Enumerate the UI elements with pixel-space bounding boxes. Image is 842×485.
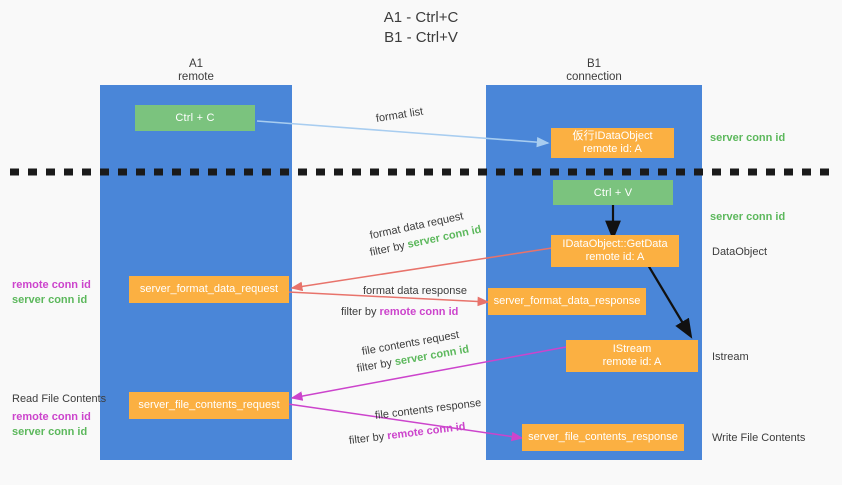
- box-idataobject-line1: 仮行IDataObject: [572, 130, 653, 142]
- annotation-istream: Istream: [712, 351, 749, 363]
- box-istream-line2: remote id: A: [602, 356, 662, 368]
- box-idataobject-getdata[interactable]: IDataObject::GetData remote id: A: [551, 235, 679, 267]
- box-istream[interactable]: IStream remote id: A: [566, 340, 698, 372]
- box-getdata-line2: remote id: A: [585, 251, 645, 263]
- column-header-a1: A1 remote: [100, 58, 292, 84]
- box-idataobject-line2: remote id: A: [583, 143, 642, 155]
- title-line-2: B1 - Ctrl+V: [384, 29, 458, 46]
- edge-label-format-list: format list: [375, 105, 425, 125]
- annotation-read-file-contents: Read File Contents: [12, 393, 107, 405]
- annotation-remote-conn-id: remote conn id: [12, 279, 91, 291]
- filter-prefix: filter by: [341, 306, 380, 318]
- column-b1-name: B1: [586, 58, 602, 70]
- annotation-group-2: remote conn id server conn id: [12, 410, 91, 440]
- column-header-b1: B1 connection: [486, 58, 702, 84]
- box-ctrl-c[interactable]: Ctrl + C: [135, 105, 255, 131]
- annotation-dataobject: DataObject: [712, 246, 768, 258]
- edge-label-file-contents-response: file contents response: [374, 397, 482, 422]
- annotation-group-1: remote conn id server conn id: [12, 278, 91, 308]
- edge-label-file-contents-response-filter: filter by remote conn id: [348, 420, 466, 448]
- page-title: A1 - Ctrl+C B1 - Ctrl+V: [0, 8, 842, 48]
- column-a1-name: A1: [188, 58, 204, 70]
- filter-key-remote-conn-id: remote conn id: [386, 420, 467, 443]
- annotation-server-conn-id: server conn id: [12, 426, 88, 438]
- annotation-server-conn-id-2: server conn id: [710, 211, 786, 223]
- box-istream-line1: IStream: [612, 343, 652, 355]
- filter-key-remote-conn-id: remote conn id: [379, 306, 459, 318]
- filter-prefix: filter by: [348, 430, 388, 447]
- annotation-server-conn-id-1: server conn id: [710, 132, 786, 144]
- annotation-server-conn-id: server conn id: [12, 294, 88, 306]
- column-a1-role: remote: [178, 71, 214, 83]
- title-line-1: A1 - Ctrl+C: [383, 9, 459, 26]
- annotation-write-file-contents: Write File Contents: [712, 432, 806, 444]
- box-getdata-line1: IDataObject::GetData: [562, 238, 668, 250]
- box-server-file-contents-request[interactable]: server_file_contents_request: [129, 392, 289, 419]
- box-server-file-contents-response[interactable]: server_file_contents_response: [522, 424, 684, 451]
- edge-label-format-data-response: format data response: [363, 285, 467, 297]
- column-b1-role: connection: [566, 71, 622, 83]
- box-server-format-data-request[interactable]: server_format_data_request: [129, 276, 289, 303]
- box-idataobject[interactable]: 仮行IDataObject remote id: A: [551, 128, 674, 158]
- box-ctrl-v[interactable]: Ctrl + V: [553, 180, 673, 205]
- annotation-remote-conn-id: remote conn id: [12, 411, 91, 423]
- filter-prefix: filter by: [355, 356, 396, 375]
- edge-label-format-data-response-filter: filter by remote conn id: [341, 305, 458, 319]
- box-server-format-data-response[interactable]: server_format_data_response: [488, 288, 646, 315]
